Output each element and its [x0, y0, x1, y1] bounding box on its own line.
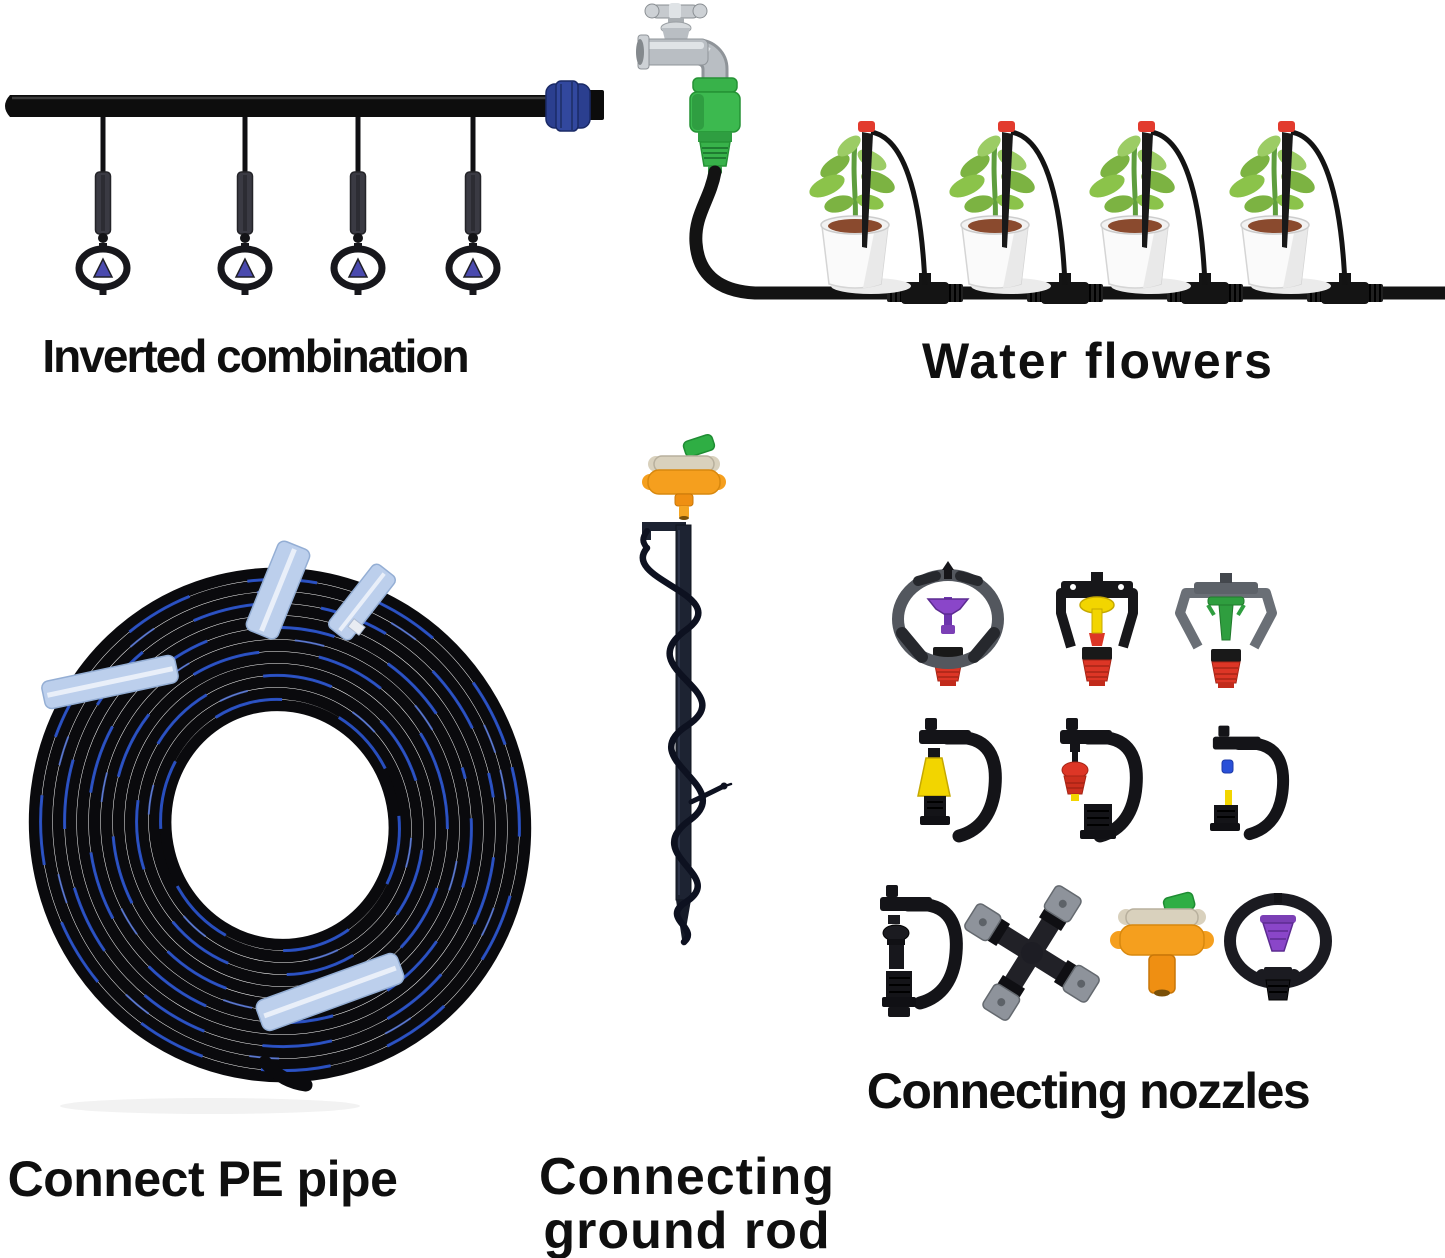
- inverted-combination-graphic: [5, 80, 604, 310]
- label-connecting-nozzles: Connecting nozzles: [866, 1063, 1311, 1119]
- sprinkler-head-orange: [1110, 891, 1214, 997]
- hanging-mister-dripper: [221, 117, 269, 295]
- pipe-end: [258, 1055, 313, 1092]
- hanging-mister-dripper: [79, 117, 127, 295]
- nozzle-set-graphic: [850, 561, 1332, 1021]
- label-water-flowers: Water flowers: [921, 333, 1274, 389]
- label-inverted-combination: Inverted combination: [42, 330, 469, 382]
- potted-plant-with-dripper: [946, 121, 1065, 294]
- label-connecting-ground-rod-line2: ground rod: [543, 1202, 831, 1258]
- nozzle-mist-black: [880, 885, 956, 1017]
- nozzle-mist-blue: [1210, 726, 1283, 835]
- blue-stripes: [39, 577, 521, 1073]
- nozzle-mist-red: [1060, 718, 1136, 839]
- pe-pipe-coil-graphic: [28, 540, 532, 1114]
- ground-rod-graphic: [639, 433, 733, 946]
- binding-strap: [41, 654, 179, 710]
- supply-line: [689, 165, 1445, 300]
- hanging-mister-dripper: [449, 117, 497, 295]
- pipe-end-connector-blue: [545, 80, 604, 132]
- label-connect-pe-pipe: Connect PE pipe: [7, 1151, 398, 1207]
- quick-connector-green: [689, 77, 741, 174]
- cross-connector: [964, 885, 1100, 1021]
- sprinkler-head: [642, 433, 726, 520]
- potted-plant-with-dripper: [1086, 121, 1205, 294]
- binding-strap: [255, 952, 405, 1032]
- water-flowers-graphic: [636, 3, 1445, 305]
- nozzle-rotary-purple: [892, 561, 1004, 687]
- faucet: [636, 3, 729, 88]
- pe-pipe-coil: [28, 567, 532, 1083]
- hanging-mister-dripper: [334, 117, 382, 295]
- nozzle-mist-yellow-cone: [918, 718, 995, 836]
- label-connecting-ground-rod-line1: Connecting: [539, 1148, 835, 1206]
- binding-strap: [328, 563, 396, 641]
- nozzle-rotary-green: [1175, 573, 1277, 689]
- potted-plant-with-dripper: [1226, 121, 1345, 294]
- nozzle-rotary-yellow: [1056, 572, 1138, 687]
- nozzle-rotary-purple-black: [1224, 893, 1332, 1001]
- ground-rod-tubing: [639, 528, 733, 946]
- distribution-pipe: [5, 95, 554, 117]
- binding-strap: [245, 540, 311, 640]
- potted-plant-with-dripper: [806, 121, 925, 294]
